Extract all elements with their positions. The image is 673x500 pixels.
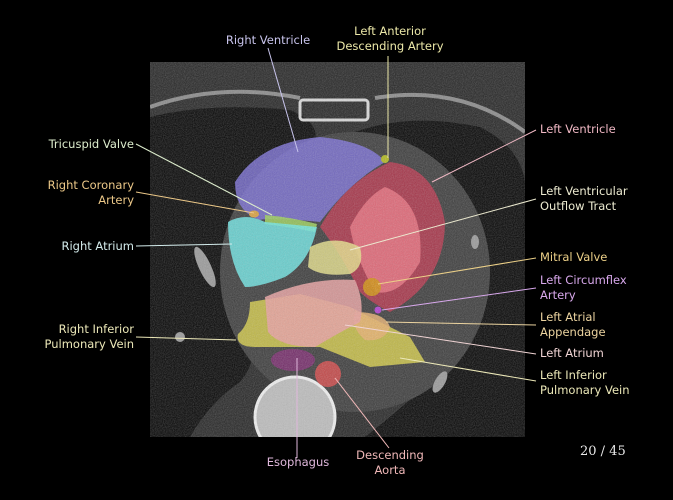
label-left-ventricle: Left Ventricle [540, 122, 616, 136]
label-mitral-valve: Mitral Valve [540, 250, 608, 264]
leader-right-atrium [135, 243, 233, 247]
leader-right-inferior-pv [135, 336, 237, 341]
leader-right-ventricle [267, 47, 299, 153]
leader-tricuspid-valve [135, 143, 273, 216]
label-left-atrial-appendage: Left Atrial Appendage [540, 310, 606, 339]
label-left-atrium: Left Atrium [540, 346, 604, 360]
label-lad: Left Anterior Descending Artery [336, 24, 444, 53]
label-descending-aorta: Descending Aorta [356, 448, 424, 477]
leader-left-atrium [344, 324, 537, 355]
label-right-atrium: Right Atrium [61, 239, 134, 253]
label-lvot: Left Ventricular Outflow Tract [540, 184, 628, 213]
leader-left-circumflex [381, 287, 537, 311]
label-right-ventricle: Right Ventricle [225, 33, 311, 47]
label-left-inferior-pv: Left Inferior Pulmonary Vein [540, 368, 630, 397]
label-tricuspid-valve: Tricuspid Valve [48, 137, 134, 151]
leader-lvot [349, 198, 537, 251]
ct-axial-image [150, 62, 525, 437]
label-left-circumflex: Left Circumflex Artery [540, 273, 627, 302]
ct-scan-svg [150, 62, 525, 437]
slide-counter: 20 / 45 [580, 444, 626, 459]
leader-left-ventricle [431, 129, 537, 183]
label-esophagus: Esophagus [266, 455, 330, 469]
leader-left-atrial-appendage [385, 321, 537, 326]
ct-noise [150, 62, 525, 437]
label-right-inferior-pv: Right Inferior Pulmonary Vein [44, 322, 134, 351]
leader-mitral-valve [377, 257, 537, 285]
label-rca: Right Coronary Artery [47, 178, 134, 207]
leader-rca [135, 191, 255, 214]
leader-descending-aorta [334, 377, 390, 449]
leader-left-inferior-pv [399, 357, 537, 382]
